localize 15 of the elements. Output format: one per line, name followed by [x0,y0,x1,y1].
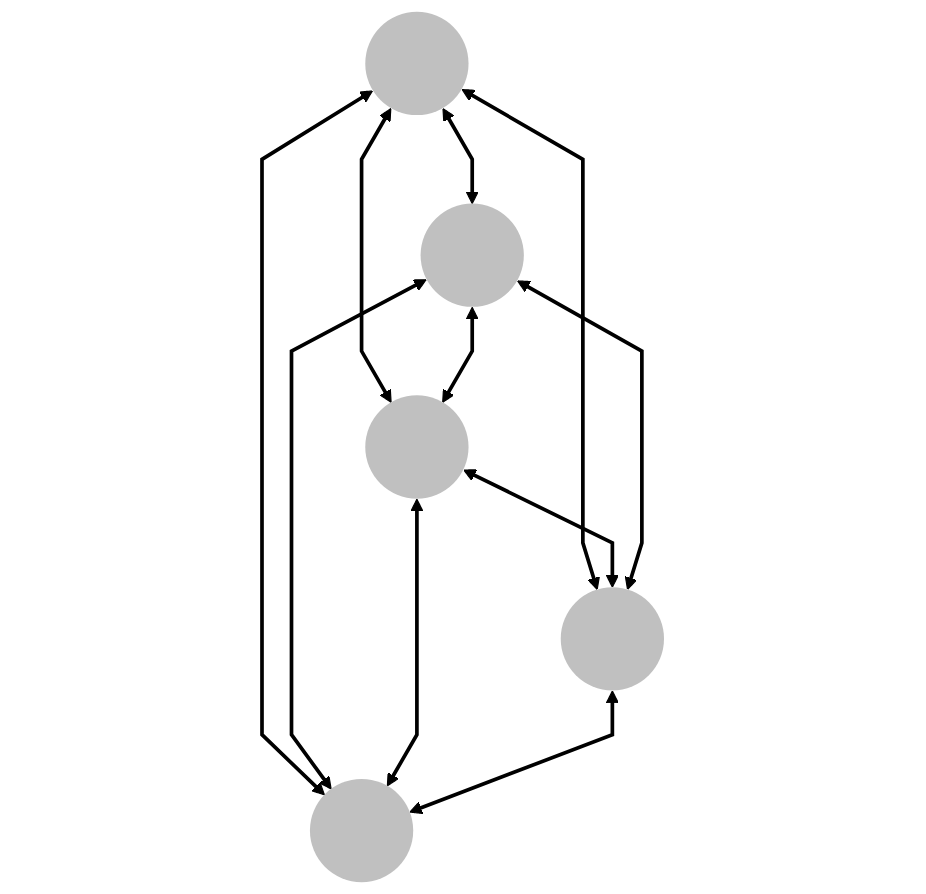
node-circle [365,395,469,499]
arrow [289,279,427,790]
arrow [442,108,479,205]
node-circle [560,587,664,691]
arrow [260,90,374,796]
node-circle [309,778,414,883]
node-circle [365,11,469,116]
arrow [386,498,424,787]
arrow [463,469,619,588]
arrow [409,690,619,814]
arrow [359,108,392,403]
arrow [517,280,644,590]
node-circle [420,203,524,307]
arrow [442,306,479,403]
arrow [461,88,600,590]
